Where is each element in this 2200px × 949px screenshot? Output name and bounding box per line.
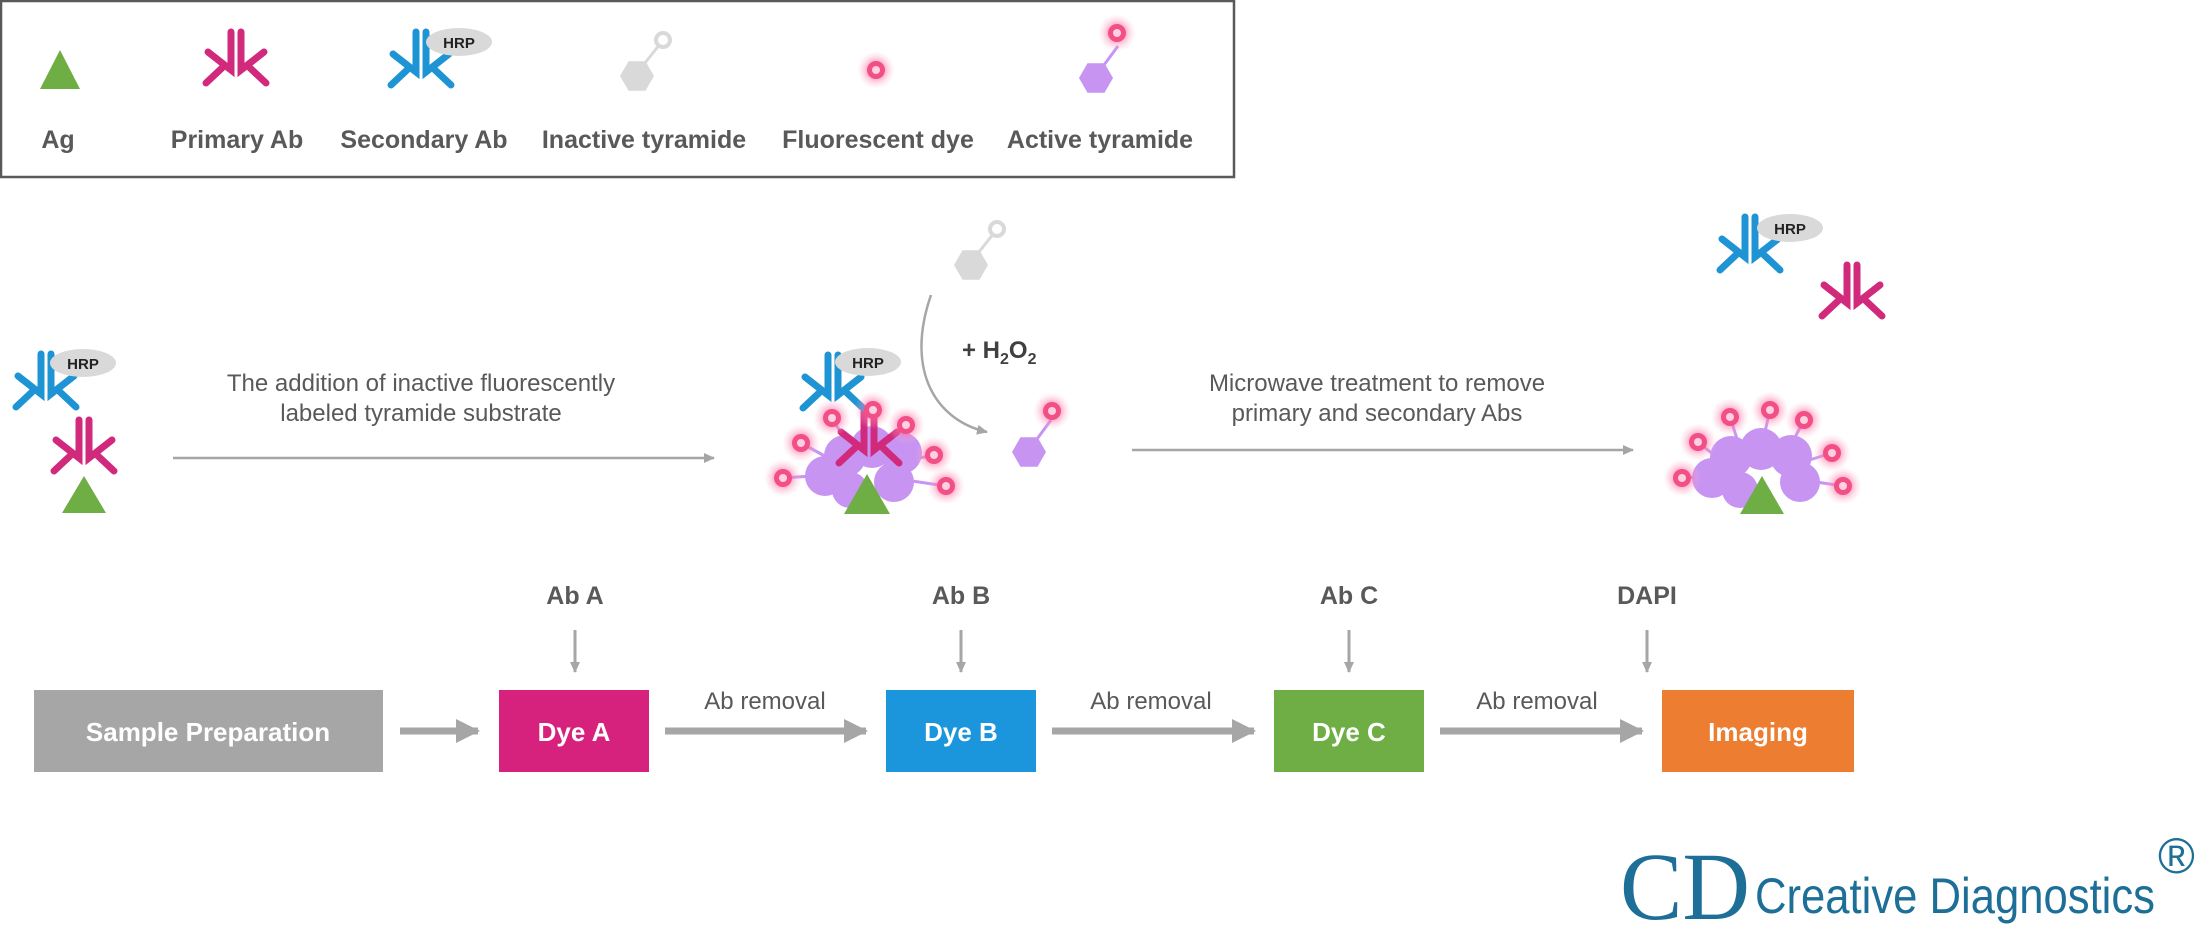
box-label-imaging: Imaging <box>1708 717 1808 747</box>
ag-triangle-icon <box>844 474 890 514</box>
caption-step-2-line-2: primary and secondary Abs <box>1232 400 1523 427</box>
step-3-complex <box>1663 391 1862 514</box>
registered-mark: ® <box>2158 828 2195 884</box>
hrp-label: HRP <box>1774 221 1806 238</box>
hrp-badge <box>835 348 901 376</box>
step-2-complex: HRP <box>764 348 965 514</box>
ab-removal-label-3: Ab removal <box>1476 688 1597 715</box>
fluorescent-dye-icon <box>857 51 895 89</box>
caption-step-1-line-1: The addition of inactive fluorescently <box>227 370 615 397</box>
box-dye-c <box>1274 690 1424 772</box>
logo-name: Creative Diagnostics <box>1755 868 2155 924</box>
primary-antibody-icon <box>1822 265 1882 316</box>
ab-removal-label-1: Ab removal <box>704 688 825 715</box>
box-label-dye-b: Dye B <box>924 717 998 747</box>
box-sample-preparation <box>34 690 383 772</box>
removed-antibodies: HRP <box>1720 214 1882 316</box>
secondary-antibody-hrp-icon: HRP <box>391 28 492 85</box>
legend-label-dye: Fluorescent dye <box>782 126 974 154</box>
legend-label-primary: Primary Ab <box>171 126 303 154</box>
legend-label-secondary: Secondary Ab <box>340 126 507 154</box>
antibody-label-a: Ab A <box>546 582 603 610</box>
primary-antibody-icon <box>54 420 114 471</box>
hrp-label: HRP <box>852 355 884 372</box>
legend: Ag Primary Ab HRP Secondary Ab Inactive … <box>0 0 1236 179</box>
hrp-badge <box>50 349 116 377</box>
box-dye-b <box>886 690 1036 772</box>
ag-triangle-icon <box>40 50 80 89</box>
box-imaging <box>1662 690 1854 772</box>
antibody-label-dapi: DAPI <box>1617 582 1677 610</box>
step-1-complex: HRP <box>16 349 116 513</box>
inactive-tyramide-icon <box>952 220 1006 282</box>
legend-label-active: Active tyramide <box>1007 126 1193 154</box>
workflow: Ab A Ab B Ab C DAPI Sample Preparation D… <box>34 582 1854 772</box>
active-tyramide-icon <box>1010 392 1071 469</box>
activation-curve-arrow <box>920 294 988 435</box>
h2o2-label: + H2O2 <box>962 337 1037 368</box>
antibody-label-c: Ab C <box>1320 582 1378 610</box>
ab-removal-label-2: Ab removal <box>1090 688 1211 715</box>
ag-triangle-icon <box>62 476 106 513</box>
caption-step-2-line-1: Microwave treatment to remove <box>1209 370 1545 397</box>
box-label-dye-c: Dye C <box>1312 717 1386 747</box>
logo-mark: CD <box>1620 833 1750 940</box>
legend-label-ag: Ag <box>41 126 74 154</box>
legend-label-inactive: Inactive tyramide <box>542 126 746 154</box>
box-label-dye-a: Dye A <box>538 717 611 747</box>
antibody-label-b: Ab B <box>932 582 990 610</box>
hrp-label: HRP <box>67 356 99 373</box>
caption-step-1-line-2: labeled tyramide substrate <box>280 400 561 427</box>
hrp-label: HRP <box>443 35 475 52</box>
ag-triangle-icon <box>1740 476 1784 514</box>
legend-border <box>0 0 1236 179</box>
creative-diagnostics-logo: CD Creative Diagnostics ® <box>1620 828 2195 940</box>
hrp-badge <box>1757 214 1823 242</box>
box-dye-a <box>499 690 649 772</box>
box-label-sample-preparation: Sample Preparation <box>86 717 330 747</box>
